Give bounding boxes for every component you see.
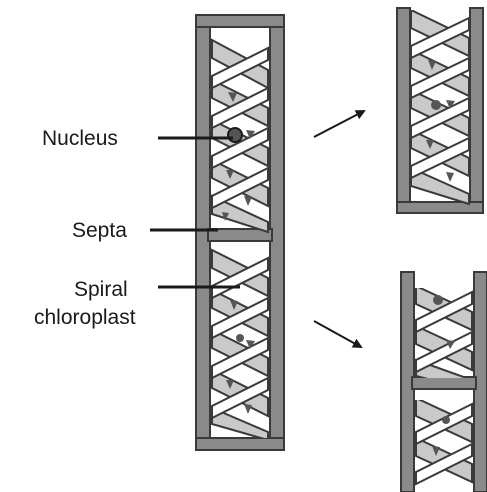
fragment-bottom-chloroplast-upper bbox=[416, 286, 472, 390]
nucleus-shape bbox=[228, 128, 242, 142]
fragment-top-chloroplast bbox=[411, 10, 469, 204]
filament-top-cap bbox=[196, 15, 284, 27]
fragment-top-bottom-cap bbox=[397, 202, 483, 213]
parent-filament bbox=[196, 15, 284, 450]
spiral-chloroplast-label-line2: chloroplast bbox=[34, 306, 136, 330]
arrow-to-top-fragment bbox=[314, 111, 364, 137]
nucleus-label: Nucleus bbox=[42, 127, 118, 151]
fragment-top bbox=[397, 8, 483, 213]
fragment-top-wall-right bbox=[470, 8, 483, 213]
spiral-chloroplast-lower bbox=[212, 250, 268, 440]
fragment-bottom-septum bbox=[412, 377, 476, 389]
spiral-chloroplast-label-line1: Spiral bbox=[74, 278, 128, 302]
septa-label: Septa bbox=[72, 219, 127, 243]
filament-bottom-cap bbox=[196, 438, 284, 450]
fragment-bottom-chloroplast-lower bbox=[416, 398, 472, 484]
fragment-bottom bbox=[401, 272, 487, 492]
fragment-top-wall-left bbox=[397, 8, 410, 213]
arrow-to-bottom-fragment bbox=[314, 321, 361, 347]
